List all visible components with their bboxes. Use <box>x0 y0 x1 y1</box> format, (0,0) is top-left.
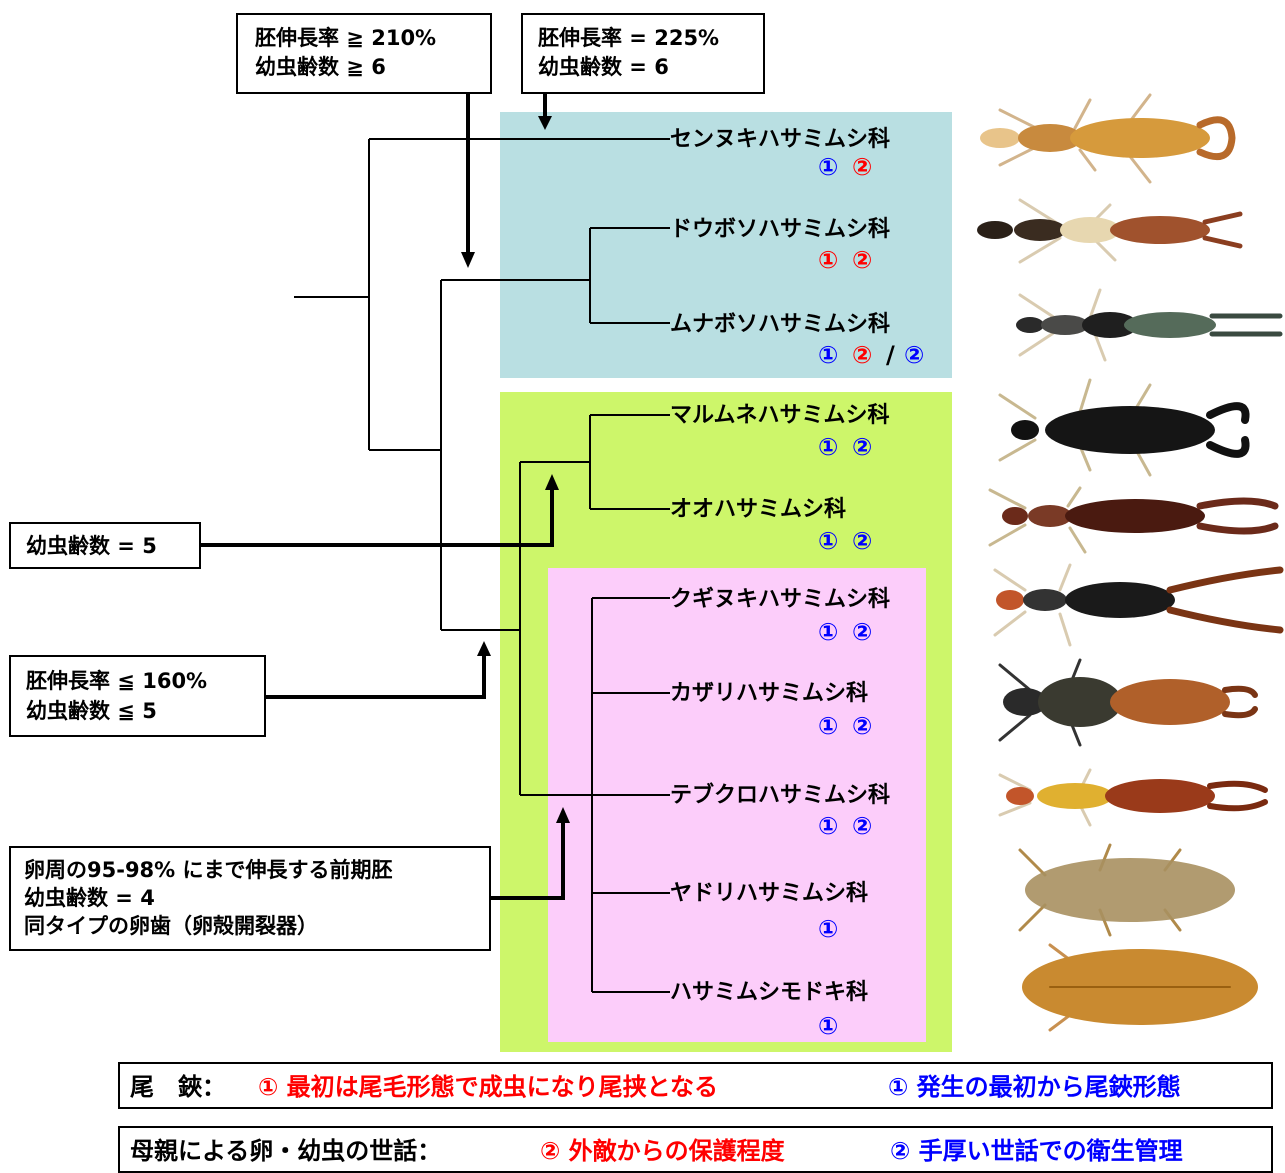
marker-tail-blue: ① <box>818 341 838 369</box>
marker-tail-blue: ① <box>818 915 838 943</box>
taxon-name: ハサミムシモドキ科 <box>670 980 868 1005</box>
specimen-photo-6 <box>995 565 1280 645</box>
marker-tail-blue: ① <box>818 618 838 646</box>
marker-care-blue: ② <box>852 433 872 461</box>
box-1: 胚伸長率 ≧ 210% 幼虫齢数 ≧ 6 <box>237 14 491 93</box>
taxon-name: ムナボソハサミムシ科 <box>670 312 890 337</box>
taxon-name: ヤドリハサミムシ科 <box>670 881 868 906</box>
marker-tail-blue: ① <box>818 527 838 555</box>
marker-tail-blue: ① <box>818 1012 838 1040</box>
box-5-line-1: 卵周の95-98% にまで伸長する前期胚 <box>24 858 393 882</box>
specimen-photo-4 <box>1000 380 1246 475</box>
legend-tail-label: 尾 鋏： <box>130 1073 226 1101</box>
legend-row-2: 母親による卵・幼虫の世話： ② 外敵からの保護程度 ② 手厚い世話での衛生管理 <box>119 1127 1272 1172</box>
marker-care-red: ② <box>852 153 872 181</box>
taxon-name: センヌキハサミムシ科 <box>670 127 890 152</box>
marker-care-blue: ② <box>904 341 924 369</box>
specimen-photos <box>977 95 1280 1030</box>
taxon-name: テブクロハサミムシ科 <box>670 782 890 808</box>
marker-tail-blue: ① <box>818 433 838 461</box>
marker-care-red: ② <box>852 341 872 369</box>
marker-care-blue: ② <box>852 712 872 740</box>
box-2-line-2: 幼虫齢数 = 6 <box>538 55 669 79</box>
legend-care-red: ② 外敵からの保護程度 <box>540 1137 786 1165</box>
box-2-line-1: 胚伸長率 = 225% <box>538 26 719 50</box>
marker-care-blue: ② <box>852 527 872 555</box>
taxon-name: ドウボソハサミムシ科 <box>670 217 890 242</box>
marker-tail-blue: ① <box>818 712 838 740</box>
taxon-name: カザリハサミムシ科 <box>670 681 868 706</box>
legend-tail-blue: ① 発生の最初から尾鋏形態 <box>888 1073 1181 1101</box>
marker-tail-blue: ① <box>818 153 838 181</box>
specimen-photo-1 <box>980 95 1232 182</box>
box-5: 卵周の95-98% にまで伸長する前期胚 幼虫齢数 = 4 同タイプの卵歯（卵殻… <box>10 847 490 950</box>
specimen-photo-9 <box>1020 845 1235 935</box>
specimen-photo-10 <box>1022 945 1258 1030</box>
taxon-name: クギヌキハサミムシ科 <box>670 587 890 612</box>
box-4-line-2: 幼虫齢数 ≦ 5 <box>26 699 157 723</box>
legend-care-blue: ② 手厚い世話での衛生管理 <box>890 1137 1183 1165</box>
specimen-photo-7 <box>1000 660 1255 745</box>
legend-row-1: 尾 鋏： ① 最初は尾毛形態で成虫になり尾挟となる ① 発生の最初から尾鋏形態 <box>119 1063 1272 1108</box>
box-4: 胚伸長率 ≦ 160% 幼虫齢数 ≦ 5 <box>10 656 265 736</box>
box-3-line-1: 幼虫齢数 = 5 <box>26 534 157 558</box>
marker-tail-red: ① <box>818 246 838 274</box>
marker-care-red: ② <box>852 246 872 274</box>
marker-care-blue: ② <box>852 812 872 840</box>
marker-care-blue: ② <box>852 618 872 646</box>
taxon-name: オオハサミムシ科 <box>670 497 846 522</box>
specimen-photo-2 <box>977 200 1240 262</box>
marker-tail-blue: ① <box>818 812 838 840</box>
specimen-photo-5 <box>990 488 1275 552</box>
legend-tail-red: ① 最初は尾毛形態で成虫になり尾挟となる <box>258 1073 718 1101</box>
box-5-line-3: 同タイプの卵歯（卵殻開裂器） <box>24 914 318 938</box>
specimen-photo-8 <box>1000 770 1265 825</box>
taxon-name: マルムネハサミムシ科 <box>670 403 890 428</box>
box-2: 胚伸長率 = 225% 幼虫齢数 = 6 <box>522 14 764 93</box>
box-5-line-2: 幼虫齢数 = 4 <box>24 886 155 910</box>
specimen-photo-3 <box>1016 290 1280 360</box>
box-1-line-1: 胚伸長率 ≧ 210% <box>255 26 436 50</box>
box-3: 幼虫齢数 = 5 <box>10 523 200 568</box>
box-4-line-1: 胚伸長率 ≦ 160% <box>26 669 207 693</box>
legend-care-label: 母親による卵・幼虫の世話： <box>130 1137 441 1165</box>
box-1-line-2: 幼虫齢数 ≧ 6 <box>255 55 386 79</box>
marker-separator: / <box>886 341 895 369</box>
